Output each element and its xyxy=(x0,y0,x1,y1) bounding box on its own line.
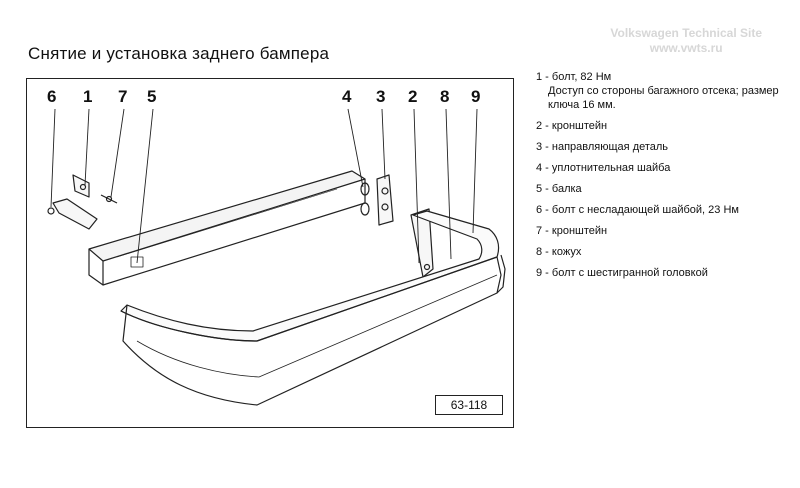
page-title: Снятие и установка заднего бампера xyxy=(28,44,330,63)
legend-item: 9 - болт с шестигранной головкой xyxy=(536,267,708,279)
legend-text: направляющая деталь xyxy=(551,141,669,153)
bumper-drawing xyxy=(47,108,506,406)
callout-3: 3 xyxy=(376,87,386,106)
legend-num: 6 xyxy=(536,204,543,216)
callout-1: 1 xyxy=(83,87,93,106)
legend-item: 5 - балка xyxy=(536,183,582,195)
legend-item: 7 - кронштейн xyxy=(536,225,608,237)
legend-text: болт с шестигранной головкой xyxy=(551,267,708,279)
legend-text: кожух xyxy=(551,246,582,258)
callout-2: 2 xyxy=(408,87,418,106)
watermark-line1: Volkswagen Technical Site xyxy=(610,26,762,40)
beam-lower xyxy=(88,179,366,286)
callout-4: 4 xyxy=(342,87,352,106)
watermark: Volkswagen Technical Site www.vwts.ru xyxy=(610,26,762,56)
legend-num: 8 xyxy=(536,246,543,258)
callout-7: 7 xyxy=(118,87,128,106)
bumper-diagram: 6 1 7 5 4 3 2 8 9 xyxy=(26,78,514,428)
legend-item: 3 - направляющая деталь xyxy=(536,141,669,153)
legend-item: 6 - болт с несладающей шайбой, 23 Нм xyxy=(536,204,739,216)
guide-part xyxy=(376,174,394,226)
washer-shape xyxy=(360,202,370,216)
legend-text: уплотнительная шайба xyxy=(551,162,671,174)
legend-num: 4 xyxy=(536,162,543,174)
legend-item: 4 - уплотнительная шайба xyxy=(536,162,671,174)
legend-item: 1 - болт, 82 Нм Доступ со стороны багажн… xyxy=(536,70,786,112)
legend-item: 8 - кожух xyxy=(536,246,582,258)
legend-num: 3 xyxy=(536,141,543,153)
figure-number: 63-118 xyxy=(435,395,503,415)
legend-text: болт с несладающей шайбой, 23 Нм xyxy=(551,204,739,216)
legend-num: 1 xyxy=(536,71,543,83)
watermark-line2: www.vwts.ru xyxy=(649,41,723,55)
callout-8: 8 xyxy=(440,87,450,106)
legend-text: болт, 82 Нм xyxy=(551,71,612,83)
legend-text: кронштейн xyxy=(551,120,608,132)
callout-5: 5 xyxy=(147,87,157,106)
callout-9: 9 xyxy=(471,87,481,106)
left-bracket xyxy=(52,198,98,230)
legend-text: балка xyxy=(551,183,582,195)
legend-text: кронштейн xyxy=(551,225,608,237)
legend-num: 7 xyxy=(536,225,543,237)
callout-6: 6 xyxy=(47,87,57,106)
legend-num: 5 xyxy=(536,183,543,195)
legend-num: 2 xyxy=(536,120,543,132)
legend-num: 9 xyxy=(536,267,543,279)
legend-note: Доступ со стороны багажного отсека; разм… xyxy=(548,85,779,111)
legend: 1 - болт, 82 Нм Доступ со стороны багажн… xyxy=(536,70,786,287)
legend-item: 2 - кронштейн xyxy=(536,120,608,132)
